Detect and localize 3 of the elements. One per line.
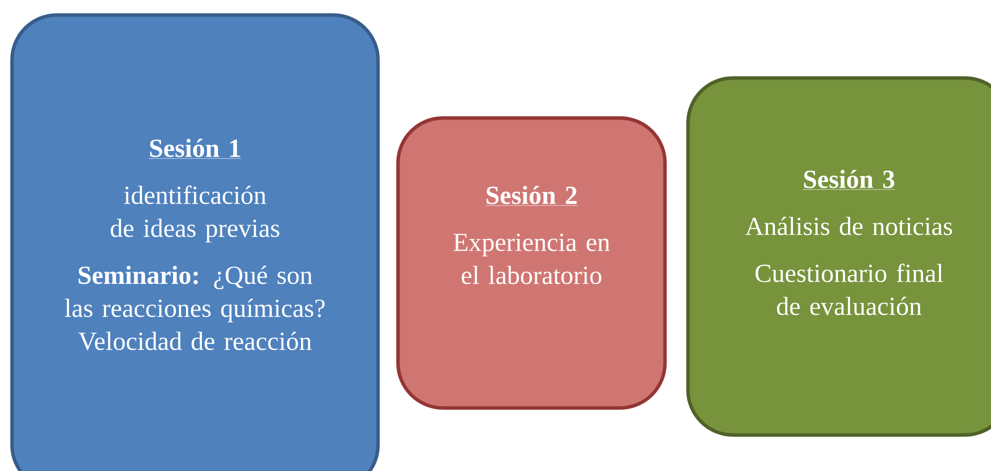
- session-box: Sesión 1 identificación de ideas previas Seminario: ¿Qué son las reacciones químicas? Velocidad de reacción: [10, 13, 380, 471]
- session-box: Sesión 3 Análisis de noticias Cuestionario final de evaluación: [686, 76, 991, 437]
- session-box: Sesión 2 Experiencia en el laboratorio: [396, 116, 667, 410]
